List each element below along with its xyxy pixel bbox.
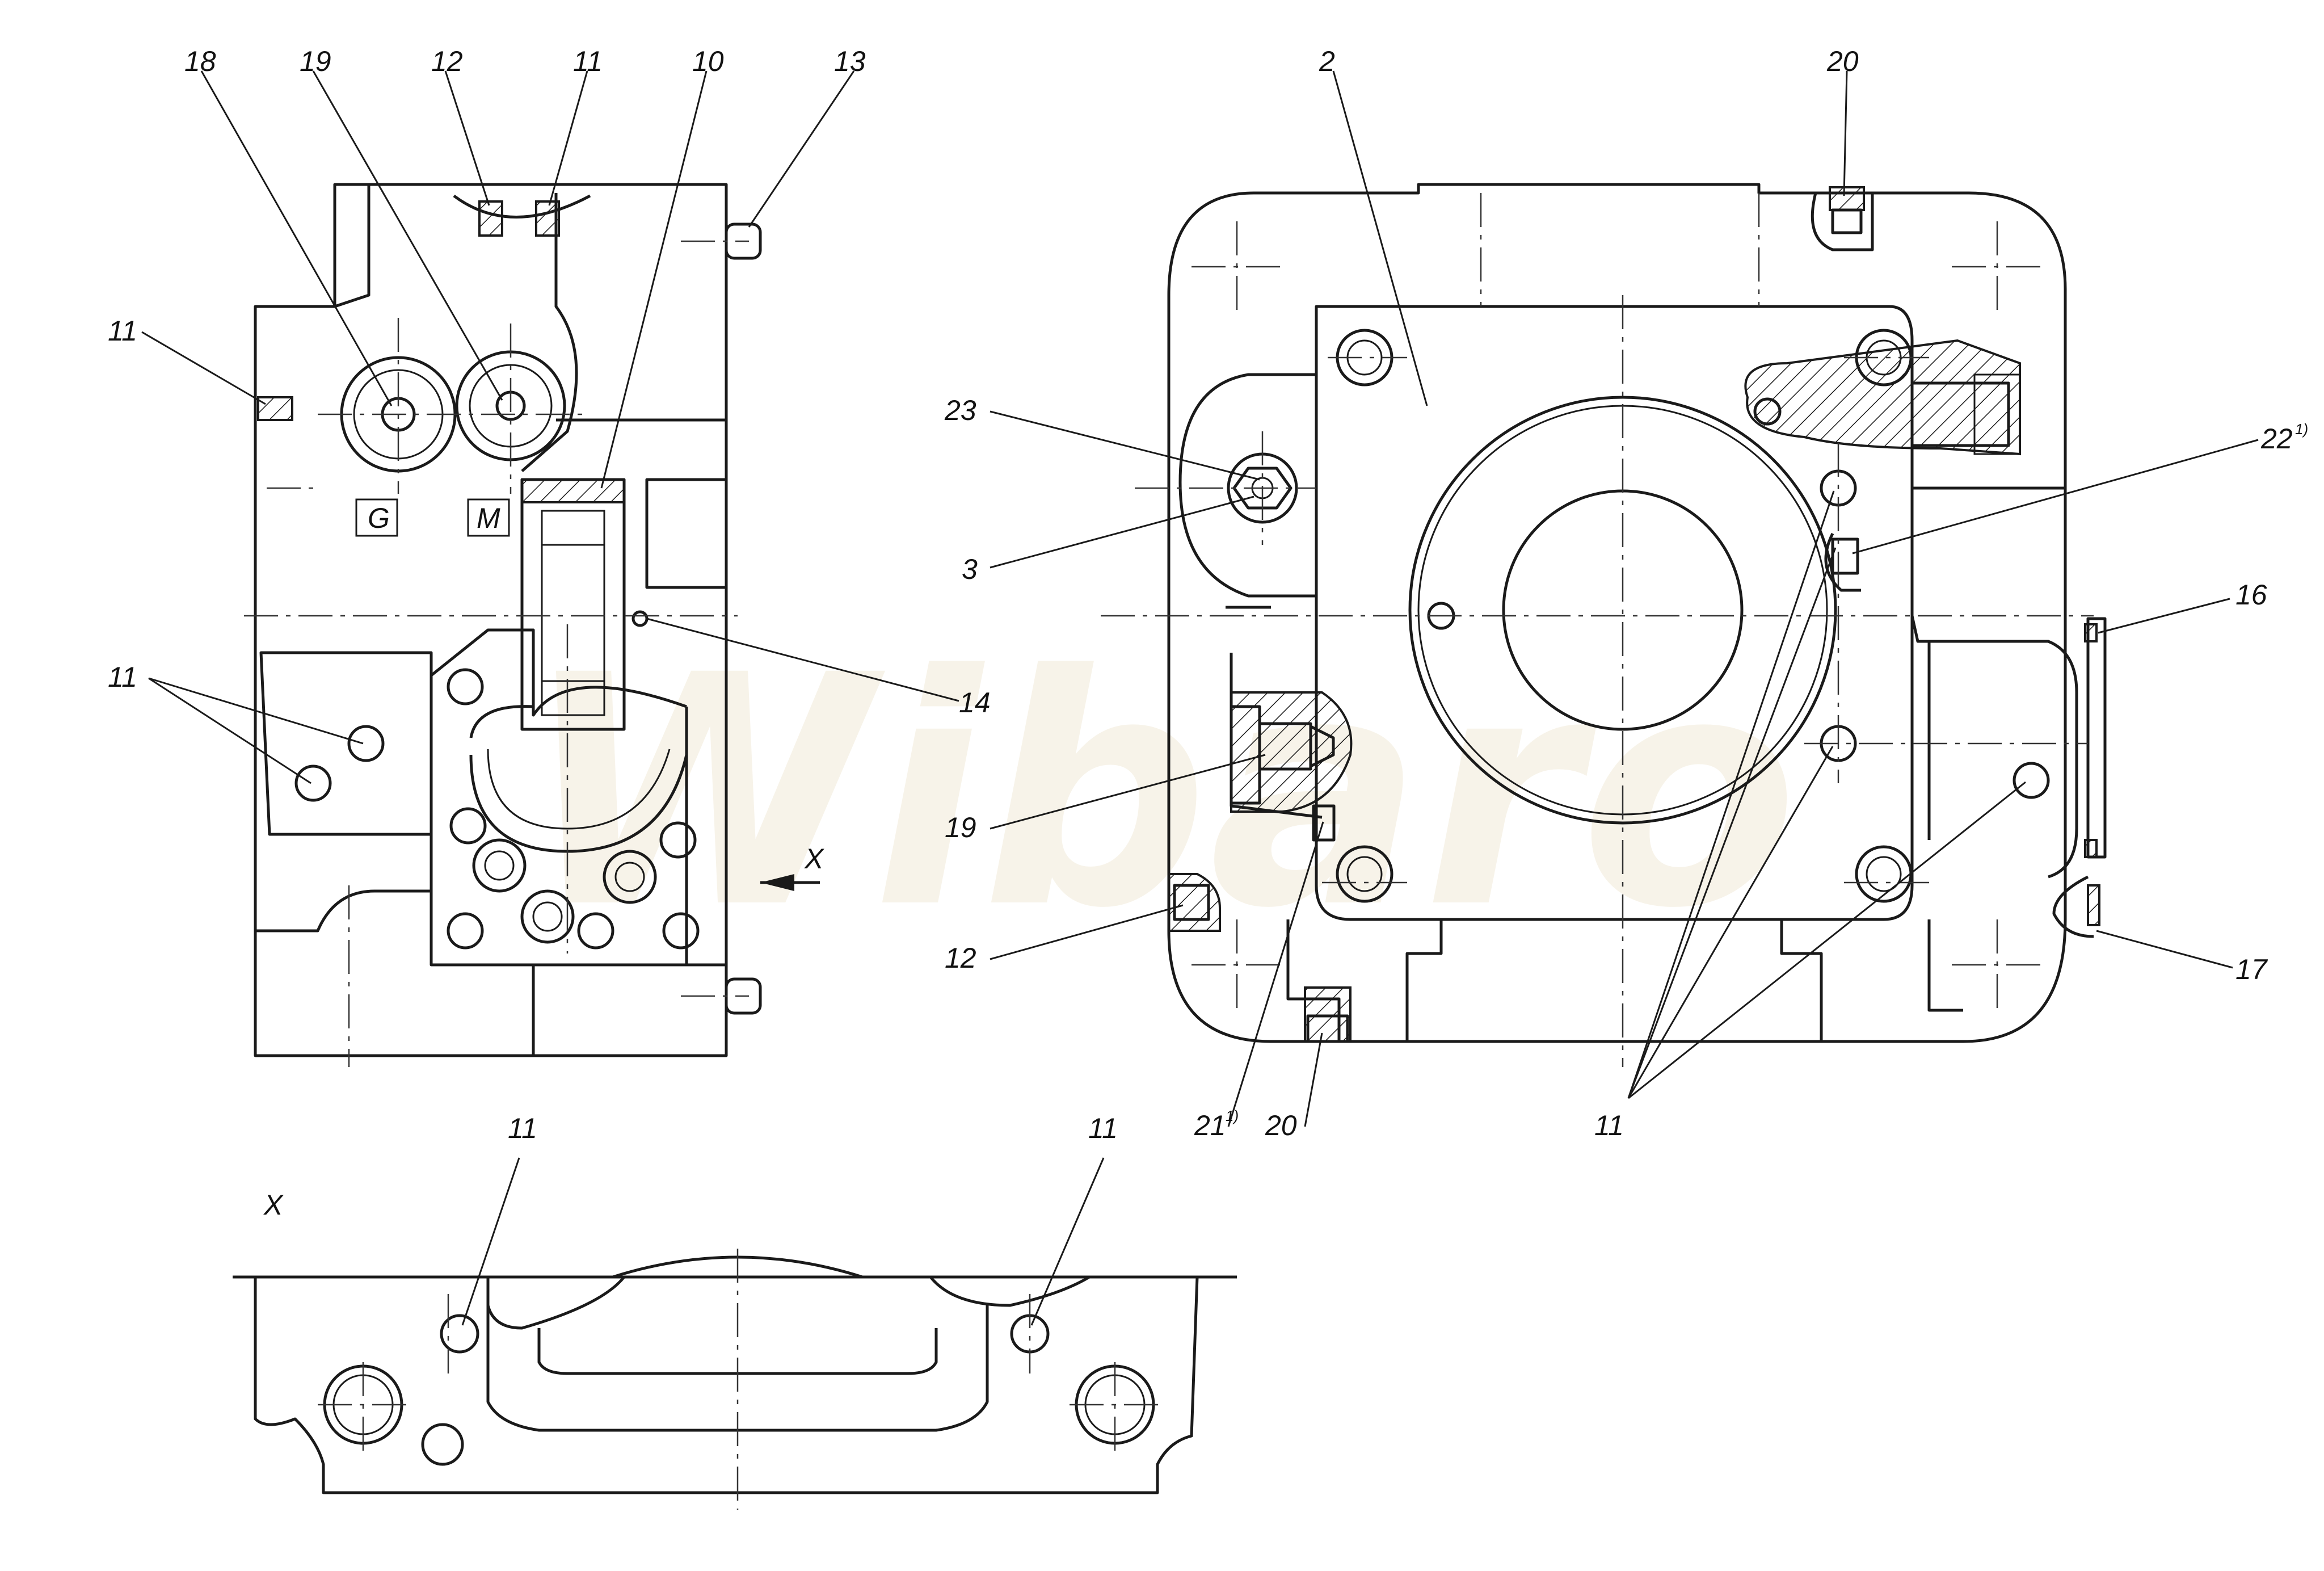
callout-11-view-x-left: 11 [508,1112,537,1144]
callout-11-left: 11 [108,315,137,347]
callout-22: 22 [2260,423,2293,455]
callout-21: 21 [1194,1110,1226,1141]
left-view: G M X [244,183,824,1067]
view-x: X [233,1189,1237,1510]
right-view [1101,183,2107,1067]
footnote-mark-22: 1) [2295,421,2308,438]
callout-13: 13 [834,45,866,77]
callout-18: 18 [184,45,216,77]
callout-19-right: 19 [945,812,976,843]
callout-12-top: 12 [431,45,463,77]
callout-11-bottom-right: 11 [1594,1110,1624,1141]
callout-20-top: 20 [1826,45,1859,77]
callout-11-top: 11 [573,45,603,77]
callout-19-left: 19 [300,45,331,77]
port-label-g: G [368,502,390,534]
callout-11-view-x-right: 11 [1088,1112,1118,1144]
callout-10: 10 [692,45,724,77]
callout-16: 16 [2235,579,2267,611]
callout-17: 17 [2235,953,2268,985]
port-label-m: M [477,502,500,534]
footnote-mark-21: 1) [1226,1107,1239,1124]
callout-2: 2 [1319,45,1335,77]
view-x-label: X [263,1189,284,1221]
watermark: Wibaro [522,608,1798,978]
callout-20-bottom: 20 [1265,1110,1297,1141]
view-arrow-label: X [804,843,824,875]
leader-lines [141,70,2259,1326]
callout-23: 23 [944,394,976,426]
callout-14: 14 [959,687,991,719]
callout-12-right: 12 [945,942,976,974]
callouts: 18 19 12 11 10 13 11 11 14 2 20 23 3 22 … [108,45,2308,1144]
callout-11-left-lower: 11 [108,661,137,693]
callout-3: 3 [962,553,978,585]
